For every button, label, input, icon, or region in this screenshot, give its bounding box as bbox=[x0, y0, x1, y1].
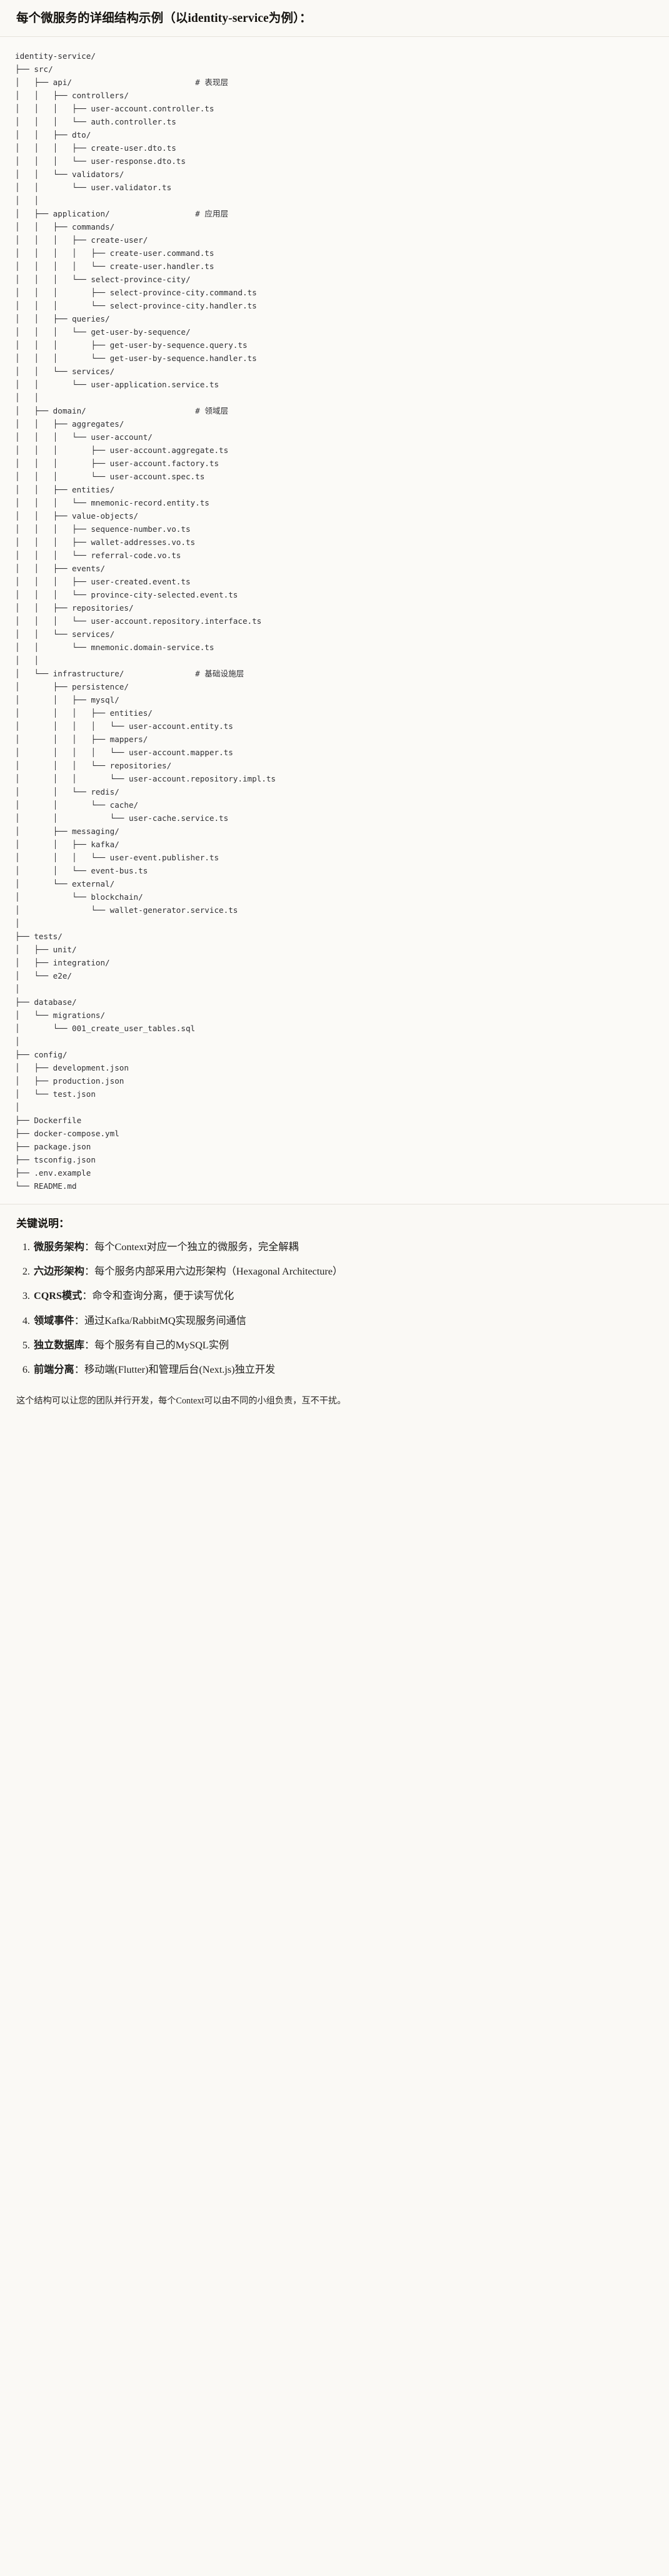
key-points-list: 微服务架构：每个Context对应一个独立的微服务，完全解耦 六边形架构：每个服… bbox=[16, 1240, 653, 1378]
page-title: 每个微服务的详细结构示例（以identity-service为例）： bbox=[16, 12, 312, 25]
list-item: 六边形架构：每个服务内部采用六边形架构（Hexagonal Architectu… bbox=[33, 1264, 653, 1279]
list-item: 领域事件：通过Kafka/RabbitMQ实现服务间通信 bbox=[33, 1313, 653, 1328]
directory-tree-block: identity-service/ ├── src/ │ ├── api/ # … bbox=[0, 37, 669, 1204]
key-point-term: 六边形架构 bbox=[34, 1266, 84, 1278]
key-point-separator: ： bbox=[84, 1339, 95, 1351]
key-point-term: 领域事件 bbox=[34, 1315, 74, 1326]
key-point-term: 独立数据库 bbox=[34, 1339, 84, 1351]
key-point-term: 前端分离 bbox=[34, 1364, 74, 1376]
list-item: 独立数据库：每个服务有自己的MySQL实例 bbox=[33, 1338, 653, 1353]
list-item: 微服务架构：每个Context对应一个独立的微服务，完全解耦 bbox=[33, 1240, 653, 1255]
key-point-separator: ： bbox=[74, 1364, 84, 1376]
document-page: 每个微服务的详细结构示例（以identity-service为例）： ident… bbox=[0, 0, 669, 1422]
key-point-description: 每个Context对应一个独立的微服务，完全解耦 bbox=[94, 1241, 299, 1253]
key-point-separator: ： bbox=[84, 1241, 95, 1253]
title-divider bbox=[0, 36, 669, 38]
key-points-title: 关键说明： bbox=[16, 1218, 69, 1230]
key-point-separator: ： bbox=[84, 1266, 95, 1278]
key-point-description: 命令和查询分离，便于读写优化 bbox=[92, 1290, 234, 1302]
key-point-separator: ： bbox=[74, 1315, 84, 1326]
directory-tree: identity-service/ ├── src/ │ ├── api/ # … bbox=[15, 51, 276, 1191]
key-point-description: 每个服务有自己的MySQL实例 bbox=[94, 1339, 229, 1351]
closing-paragraph: 这个结构可以让您的团队并行开发，每个Context可以由不同的小组负责，互不干扰… bbox=[16, 1395, 346, 1406]
key-point-separator: ： bbox=[82, 1290, 93, 1302]
list-item: CQRS模式：命令和查询分离，便于读写优化 bbox=[33, 1288, 653, 1303]
key-point-description: 通过Kafka/RabbitMQ实现服务间通信 bbox=[84, 1315, 246, 1326]
key-point-description: 移动端(Flutter)和管理后台(Next.js)独立开发 bbox=[84, 1364, 276, 1376]
key-point-term: CQRS模式 bbox=[34, 1290, 83, 1302]
key-points-section: 关键说明： 微服务架构：每个Context对应一个独立的微服务，完全解耦 六边形… bbox=[0, 1204, 669, 1390]
list-item: 前端分离：移动端(Flutter)和管理后台(Next.js)独立开发 bbox=[33, 1362, 653, 1377]
key-point-description: 每个服务内部采用六边形架构（Hexagonal Architecture） bbox=[94, 1266, 343, 1278]
key-point-term: 微服务架构 bbox=[34, 1241, 84, 1253]
